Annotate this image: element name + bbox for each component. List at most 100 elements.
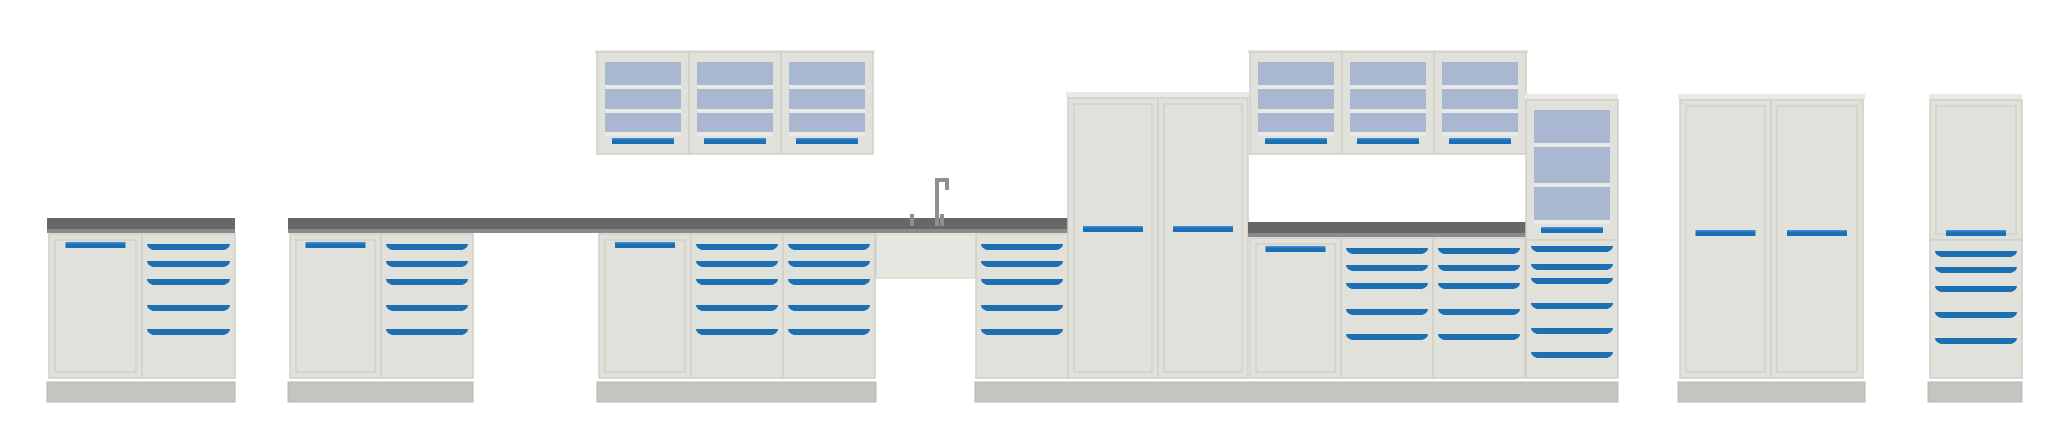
door-inset-panel bbox=[1255, 243, 1336, 373]
countertop bbox=[47, 218, 235, 233]
cabinet-door bbox=[1679, 99, 1772, 379]
cabinet-plinth bbox=[1927, 381, 2023, 403]
drawer-pull bbox=[696, 244, 778, 250]
wall-cabinet-2 bbox=[1248, 50, 1528, 155]
glass-pane bbox=[1258, 62, 1334, 136]
drawer-pull bbox=[386, 329, 468, 335]
cabinet-door bbox=[1067, 97, 1159, 379]
drawer-pull bbox=[1935, 251, 2017, 257]
tall-cabinet-cap bbox=[1929, 94, 2022, 100]
glass-shelf bbox=[697, 132, 773, 136]
glass-shelf bbox=[697, 109, 773, 113]
drawer-pull bbox=[1438, 334, 1520, 340]
glass-shelf bbox=[605, 109, 681, 113]
drawer-pull bbox=[1346, 334, 1428, 340]
glass-shelf bbox=[697, 85, 773, 89]
cabinet-plinth bbox=[596, 381, 877, 403]
drawer-pull bbox=[1438, 309, 1520, 315]
tall-door-face bbox=[1929, 99, 2023, 241]
drawer-pull bbox=[696, 279, 778, 285]
countertop-slab bbox=[47, 218, 235, 230]
drawer-pull bbox=[386, 305, 468, 311]
door-handle bbox=[1695, 230, 1756, 236]
glass-door bbox=[1249, 51, 1343, 155]
glass-shelf bbox=[789, 109, 865, 113]
drawer-pull bbox=[147, 305, 230, 311]
faucet-spout-arm bbox=[935, 178, 949, 182]
door-handle-highlight bbox=[1449, 138, 1511, 140]
door-handle-highlight bbox=[1541, 227, 1603, 229]
door-handle bbox=[612, 138, 674, 144]
glass-door bbox=[780, 51, 874, 155]
door-inset-panel bbox=[1685, 105, 1766, 373]
door-handle-highlight bbox=[1265, 246, 1326, 248]
glass-shelf bbox=[1534, 143, 1610, 147]
door-handle-bar bbox=[612, 138, 674, 144]
countertop-slab bbox=[288, 218, 1068, 230]
glass-shelf bbox=[605, 132, 681, 136]
drawer-pull bbox=[1531, 303, 1613, 309]
drawer-pull bbox=[1438, 248, 1520, 254]
door-handle-bar bbox=[1083, 226, 1143, 232]
door-face bbox=[289, 233, 382, 379]
faucet-left-valve bbox=[910, 214, 914, 226]
door-inset-panel bbox=[54, 239, 137, 373]
drawer-pull bbox=[788, 244, 870, 250]
glass-door bbox=[596, 51, 690, 155]
door-handle-bar bbox=[1265, 138, 1327, 144]
glass-pane bbox=[1442, 62, 1518, 136]
tall-cabinet-2 bbox=[1677, 94, 1866, 403]
cabinet-door bbox=[598, 233, 692, 379]
glass-shelf bbox=[1350, 109, 1426, 113]
door-inset-panel bbox=[1776, 105, 1858, 373]
glass-shelf bbox=[1534, 183, 1610, 187]
drawer-pull bbox=[386, 261, 468, 267]
tall-cabinet-1 bbox=[1066, 92, 1249, 379]
door-inset-panel bbox=[1163, 103, 1243, 373]
glass-shelf bbox=[789, 85, 865, 89]
door-handle-bar bbox=[1449, 138, 1511, 144]
glass-shelf bbox=[1442, 109, 1518, 113]
door-handle bbox=[305, 242, 366, 248]
cabinet-plinth bbox=[1677, 381, 1866, 403]
cabinet-door bbox=[48, 233, 143, 379]
door-handle-highlight bbox=[1946, 230, 2006, 232]
cabinet-plinth bbox=[974, 381, 1619, 403]
door-face bbox=[1770, 99, 1864, 379]
door-handle-bar bbox=[1357, 138, 1419, 144]
sink-apron-panel bbox=[875, 233, 977, 279]
drawer-pull bbox=[147, 279, 230, 285]
base-cabinet-5 bbox=[1249, 237, 1526, 379]
drawer-stack bbox=[690, 233, 784, 379]
door-handle bbox=[796, 138, 858, 144]
door-handle bbox=[1265, 246, 1326, 252]
door-handle bbox=[1541, 227, 1603, 233]
door-handle bbox=[704, 138, 766, 144]
door-face bbox=[1679, 99, 1772, 379]
door-handle-highlight bbox=[65, 242, 126, 244]
door-handle-bar bbox=[1541, 227, 1603, 233]
drawer-pull bbox=[981, 261, 1063, 267]
door-handle-bar bbox=[65, 242, 126, 248]
cabinet-door bbox=[1157, 97, 1249, 379]
glass-shelf bbox=[1442, 132, 1518, 136]
door-handle-highlight bbox=[612, 138, 674, 140]
drawer-pull bbox=[981, 279, 1063, 285]
drawer-pull bbox=[386, 279, 468, 285]
door-handle-bar bbox=[796, 138, 858, 144]
drawer-pull bbox=[1346, 283, 1428, 289]
countertop bbox=[1248, 222, 1526, 237]
door-handle bbox=[1083, 226, 1143, 232]
glass-door bbox=[1341, 51, 1435, 155]
drawer-stack-face bbox=[1432, 237, 1526, 379]
drawer-stack bbox=[975, 233, 1069, 379]
drawer-stack-face bbox=[1929, 239, 2023, 379]
drawer-pull bbox=[1531, 264, 1613, 270]
door-handle-highlight bbox=[615, 242, 675, 244]
door-handle-bar bbox=[615, 242, 675, 248]
drawer-stack bbox=[1340, 237, 1434, 379]
drawer-pull bbox=[1438, 265, 1520, 271]
drawer-pull bbox=[386, 244, 468, 250]
door-face bbox=[48, 233, 143, 379]
drawer-pull bbox=[1531, 328, 1613, 334]
